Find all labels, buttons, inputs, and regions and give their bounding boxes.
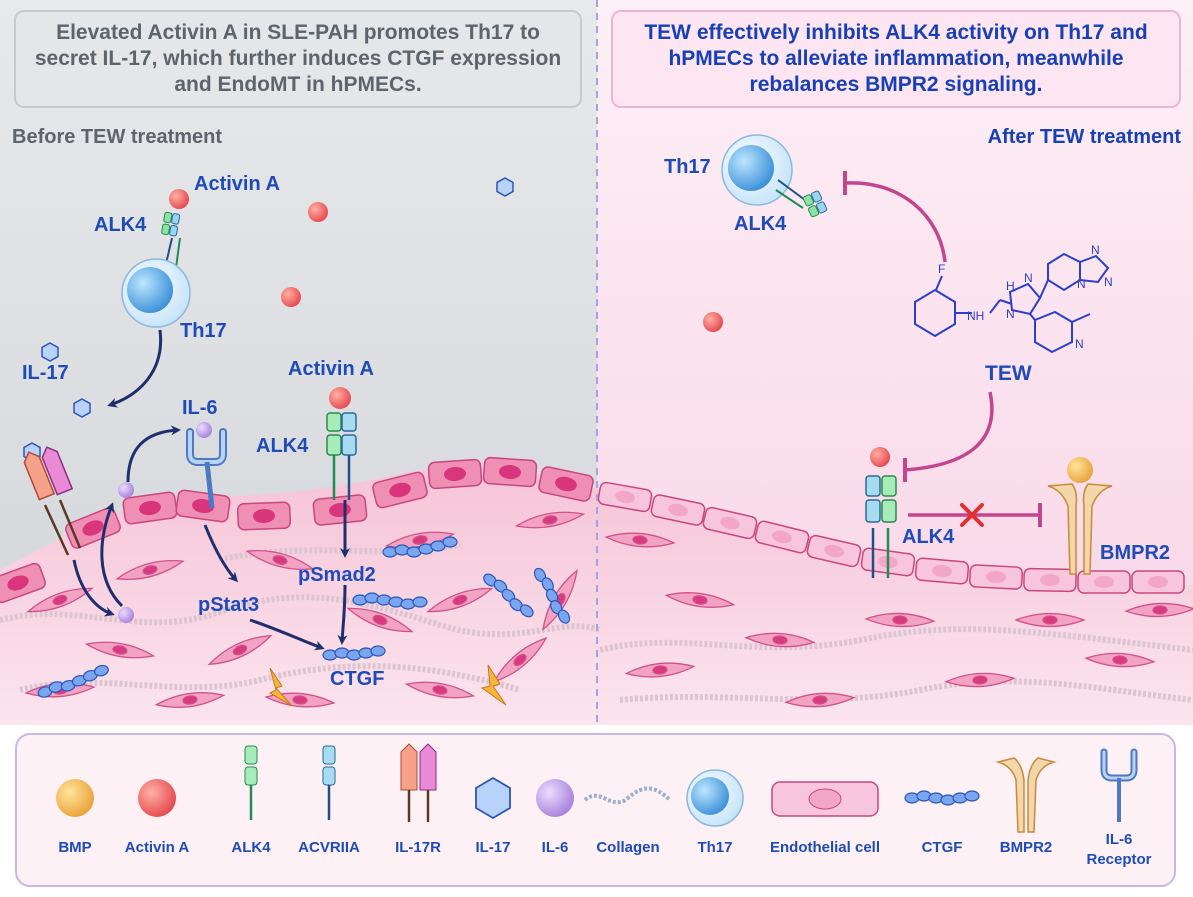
arrow-il17r-to-il6 (72, 559, 115, 617)
activin-a-ligand (329, 387, 351, 409)
th17-cell-left (121, 258, 191, 328)
il17-icon (496, 177, 514, 197)
legend-label-il6-receptor: IL-6 Receptor (1086, 831, 1152, 868)
alk4-label: ALK4 (94, 214, 147, 236)
arrow-psmad2-to-ctgf (337, 584, 348, 645)
alk4-label: ALK4 (734, 213, 787, 235)
legend-label-endothelial-cell: Endothelial cell (769, 839, 881, 856)
atom-n: N (1104, 275, 1113, 289)
il6-label: IL-6 (182, 397, 218, 419)
inhibition-tew-to-alk4 (904, 391, 994, 472)
il17r-icon (400, 743, 437, 822)
endothelial-cell-icon (771, 781, 879, 817)
alk4-receptor-right-bottom (865, 475, 897, 578)
ctgf-label: CTGF (330, 668, 385, 690)
right-caption: TEW effectively inhibits ALK4 activity o… (611, 10, 1181, 108)
th17-label: Th17 (664, 156, 711, 178)
il17-icon (73, 398, 91, 418)
tew-molecule (914, 252, 1110, 354)
atom-nh: NH (967, 309, 984, 323)
bmp-icon (56, 779, 94, 817)
legend-label-acvriia: ACVRIIA (298, 839, 360, 856)
atom-f: F (938, 262, 945, 276)
collagen-icon (583, 786, 672, 805)
atom-h: H (1006, 279, 1015, 293)
legend-label-il6: IL-6 (541, 839, 569, 856)
il17-icon (41, 342, 59, 362)
ctgf-icon (904, 790, 980, 806)
legend-label-ctgf: CTGF (921, 839, 963, 856)
activin-a-label: Activin A (288, 358, 374, 380)
legend-label-th17: Th17 (697, 839, 733, 856)
ctgf-chains (37, 536, 571, 698)
after-treatment-label: After TEW treatment (987, 126, 1181, 148)
tew-label: TEW (985, 362, 1032, 385)
tew-atoms: F NH H N N N N N N (938, 243, 1113, 351)
il6-icon (118, 607, 134, 623)
activin-a-icon (138, 779, 176, 817)
il6-icon (536, 779, 574, 817)
bmpr2-label: BMPR2 (1100, 542, 1171, 564)
arrow-pstat3-to-ctgf (249, 618, 325, 651)
activin-a-ligand (169, 189, 189, 209)
th17-cell-right (721, 134, 793, 206)
activin-a-ligand (281, 287, 301, 307)
inhibition-tew-to-th17-alk4 (844, 181, 947, 263)
arrow-up-il6 (100, 502, 124, 608)
atom-n: N (1075, 337, 1084, 351)
atom-n: N (1006, 307, 1015, 321)
bmpr2-receptor (1047, 483, 1113, 575)
lightning-icon (268, 667, 293, 707)
atom-n: N (1091, 243, 1100, 257)
blocked-x-icon (960, 503, 984, 527)
collagen-fibers (0, 542, 1193, 703)
atom-n: N (1024, 271, 1033, 285)
il6-receptor (186, 428, 227, 509)
legend-label-collagen: Collagen (596, 839, 660, 856)
il17r-receptor (23, 446, 82, 556)
lightning-icon (480, 664, 507, 706)
bmpr2-icon (995, 757, 1057, 833)
legend-label-bmp: BMP (58, 839, 92, 856)
activin-a-ligand (870, 447, 890, 467)
alk4-icon (244, 745, 258, 820)
legend-label-il17: IL-17 (475, 839, 511, 856)
arrow-to-pstat3 (203, 524, 239, 583)
arrow-il6-to-receptor (126, 425, 181, 483)
arrow-th17-to-il17 (107, 329, 163, 408)
alk4-label: ALK4 (256, 435, 309, 457)
atom-n: N (1077, 277, 1086, 291)
th17-label: Th17 (180, 320, 227, 342)
left-caption: Elevated Activin A in SLE-PAH promotes T… (14, 10, 582, 108)
activin-a-label: Activin A (194, 173, 280, 195)
legend-label-il17r: IL-17R (395, 839, 441, 856)
acvriia-icon (322, 745, 336, 820)
activin-a-ligand (703, 312, 723, 332)
before-treatment-label: Before TEW treatment (12, 126, 223, 148)
il6-receptor-icon (1100, 748, 1138, 822)
endothelial-row-left (0, 456, 594, 604)
il6-icon (196, 422, 212, 438)
activin-a-ligand (308, 202, 328, 222)
legend-label-alk4: ALK4 (231, 839, 271, 856)
tissue-layer (0, 467, 1193, 725)
il6-icon (118, 482, 134, 498)
pstat3-label: pStat3 (198, 594, 260, 616)
legend-label-activin-a: Activin A (124, 839, 190, 856)
alk4-label: ALK4 (902, 526, 955, 548)
legend-panel (15, 733, 1176, 887)
th17-icon (686, 769, 744, 827)
alk4-receptor-top (161, 211, 181, 269)
il17-icon (475, 776, 511, 820)
bmp-ligand (1067, 457, 1093, 483)
il17-label: IL-17 (22, 362, 69, 384)
psmad2-label: pSmad2 (298, 564, 376, 586)
alk4-receptor-right-top (775, 179, 828, 218)
alk4-receptor-mid (326, 412, 357, 500)
legend-label-bmpr2: BMPR2 (999, 839, 1053, 856)
